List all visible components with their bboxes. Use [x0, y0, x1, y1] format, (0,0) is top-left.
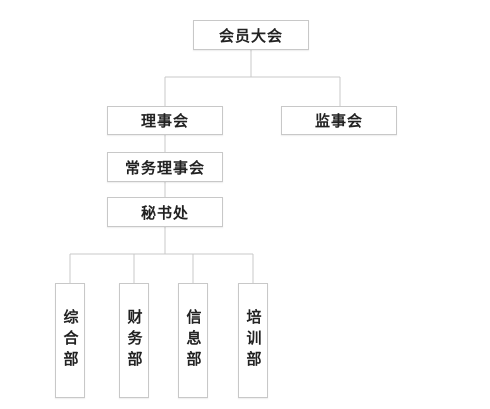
- node-secretariat: 秘书处: [107, 197, 223, 227]
- node-general-assembly: 会员大会: [193, 20, 309, 50]
- node-department-information: 信息部: [178, 283, 208, 398]
- node-supervisory-board: 监事会: [281, 106, 397, 135]
- node-department-training: 培训部: [238, 283, 268, 398]
- node-council: 理事会: [107, 106, 223, 135]
- node-standing-council: 常务理事会: [107, 152, 223, 182]
- node-department-finance: 财务部: [119, 283, 149, 398]
- node-department-general: 综合部: [55, 283, 85, 398]
